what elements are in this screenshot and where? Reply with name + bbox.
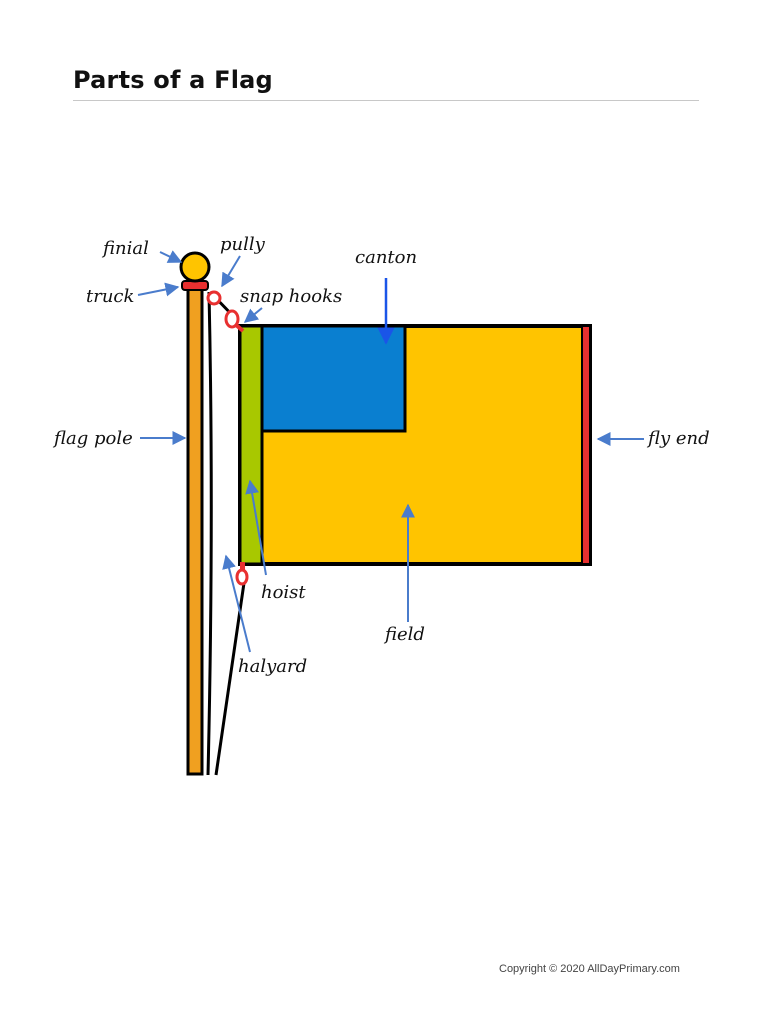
flag-canton [260,324,407,433]
arrow-hoist [245,479,267,576]
halyard-rope-lower [214,582,246,776]
copyright-notice: Copyright © 2020 AllDayPrimary.com [499,963,680,975]
halyard-rope-front [206,291,213,776]
flag-hoist [238,324,264,566]
arrow-snap-hooks [243,307,263,323]
flag-fly-end [581,325,591,565]
finial [179,251,211,283]
label-fly-end: fly end [646,428,710,449]
arrow-pully [221,255,241,288]
flag-pole [186,286,204,776]
label-flag-pole: flag pole [52,428,133,449]
snap-hook-top [224,309,245,333]
label-canton: canton [355,247,417,268]
label-truck: truck [86,286,134,307]
label-halyard: halyard [238,656,307,677]
label-pully: pully [220,234,266,255]
label-finial: finial [101,238,149,259]
arrow-finial [159,250,183,263]
label-snap-hooks: snap hooks [240,286,342,307]
arrow-truck [137,282,180,297]
pulley [206,290,222,306]
arrow-halyard [222,554,251,653]
snap-hook-bottom [235,562,249,586]
label-field: field [383,624,425,645]
page-title: Parts of a Flag [73,66,273,94]
label-hoist: hoist [261,582,306,603]
halyard-rope-back [210,295,217,776]
title-divider [73,100,699,101]
